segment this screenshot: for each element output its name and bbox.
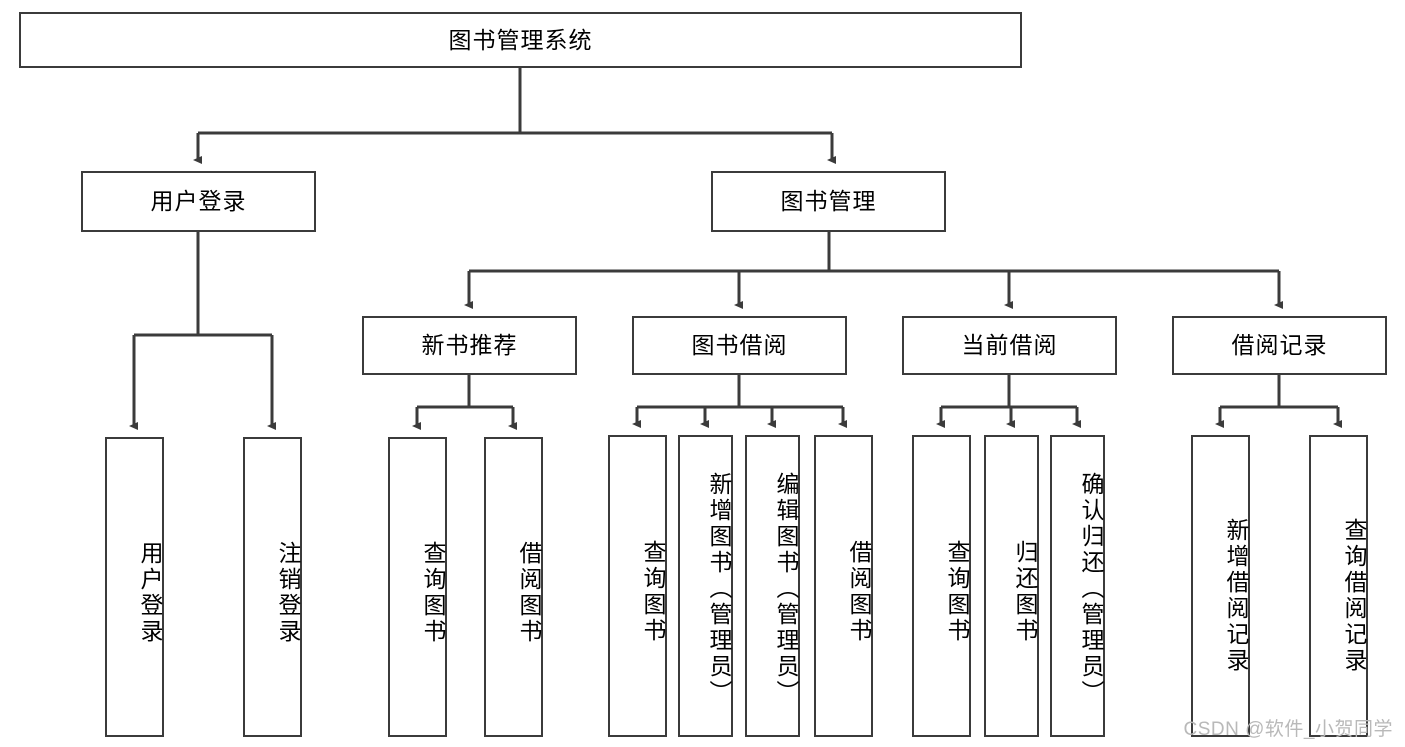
node-current-borrow[interactable]: 当前借阅 [902, 316, 1117, 375]
node-borrow-record[interactable]: 借阅记录 [1172, 316, 1387, 375]
csdn-watermark: CSDN @软件_小贺同学 [1183, 719, 1393, 740]
leaf-add-book-admin-label: 新增图书（管理员） [706, 472, 732, 706]
node-book-borrow-label: 图书借阅 [691, 332, 788, 359]
leaf-borrow-book-1[interactable]: 借阅图书 [484, 437, 543, 737]
leaf-query-book-3-label: 查询图书 [944, 540, 970, 644]
node-new-book-recommend-label: 新书推荐 [421, 332, 518, 359]
node-book-manage-label: 图书管理 [780, 188, 877, 215]
node-book-borrow[interactable]: 图书借阅 [632, 316, 847, 375]
leaf-query-book-1-label: 查询图书 [420, 541, 446, 645]
leaf-borrow-book-2-label: 借阅图书 [846, 540, 872, 644]
leaf-query-borrow-record-label: 查询借阅记录 [1341, 518, 1367, 674]
leaf-user-logout-label: 注销登录 [275, 541, 301, 645]
leaf-edit-book-admin-label: 编辑图书（管理员） [773, 472, 799, 706]
leaf-confirm-return-admin-label: 确认归还（管理员） [1078, 472, 1104, 706]
leaf-return-book-label: 归还图书 [1012, 540, 1038, 644]
node-root-label: 图书管理系统 [448, 26, 593, 53]
leaf-add-book-admin[interactable]: 新增图书（管理员） [678, 435, 733, 737]
leaf-confirm-return-admin[interactable]: 确认归还（管理员） [1050, 435, 1105, 737]
leaf-query-borrow-record[interactable]: 查询借阅记录 [1309, 435, 1368, 737]
leaf-query-book-2[interactable]: 查询图书 [608, 435, 667, 737]
leaf-query-book-1[interactable]: 查询图书 [388, 437, 447, 737]
leaf-user-login[interactable]: 用户登录 [105, 437, 164, 737]
leaf-add-borrow-record[interactable]: 新增借阅记录 [1191, 435, 1250, 737]
leaf-add-borrow-record-label: 新增借阅记录 [1223, 518, 1249, 674]
leaf-edit-book-admin[interactable]: 编辑图书（管理员） [745, 435, 800, 737]
leaf-user-login-label: 用户登录 [137, 541, 163, 645]
leaf-return-book[interactable]: 归还图书 [984, 435, 1039, 737]
node-user-login-label: 用户登录 [150, 188, 247, 215]
node-book-manage[interactable]: 图书管理 [711, 171, 946, 232]
node-current-borrow-label: 当前借阅 [961, 332, 1058, 359]
node-new-book-recommend[interactable]: 新书推荐 [362, 316, 577, 375]
leaf-query-book-2-label: 查询图书 [640, 540, 666, 644]
node-user-login[interactable]: 用户登录 [81, 171, 316, 232]
node-borrow-record-label: 借阅记录 [1231, 332, 1328, 359]
leaf-borrow-book-1-label: 借阅图书 [516, 541, 542, 645]
node-root[interactable]: 图书管理系统 [19, 12, 1022, 68]
leaf-borrow-book-2[interactable]: 借阅图书 [814, 435, 873, 737]
leaf-user-logout[interactable]: 注销登录 [243, 437, 302, 737]
leaf-query-book-3[interactable]: 查询图书 [912, 435, 971, 737]
